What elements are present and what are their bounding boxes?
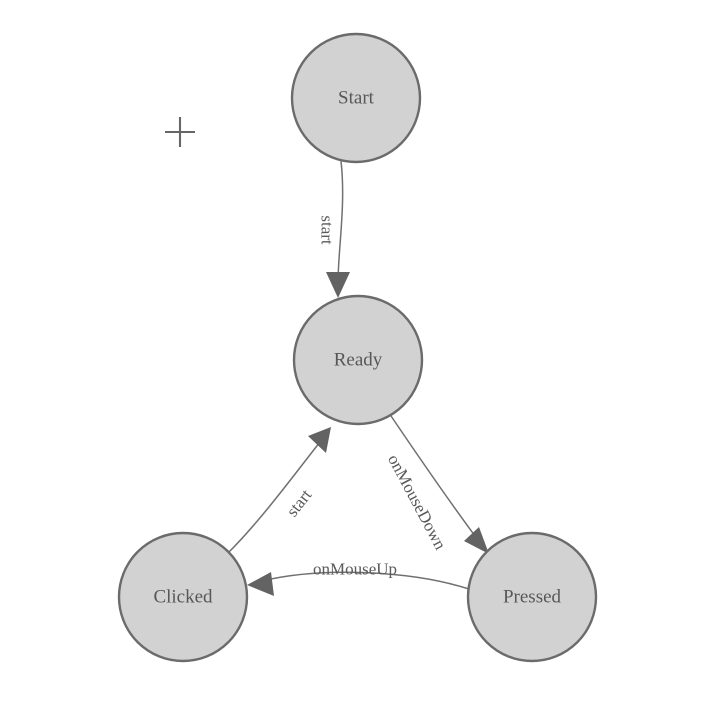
node-clicked-circle[interactable] [117, 531, 249, 663]
edge-clicked-to-ready-path [228, 441, 321, 553]
node-pressed-label: Pressed [503, 587, 562, 608]
edge-start-to-ready-arrowhead [326, 272, 350, 298]
edge-start-to-ready-path [337, 160, 344, 284]
edge-clicked-to-ready-arrowhead [308, 427, 331, 453]
edge-pressed-to-clicked-arrowhead [247, 572, 274, 596]
crosshair-marker [165, 117, 195, 147]
node-ready[interactable]: Ready [292, 294, 424, 426]
edge-clicked-to-ready[interactable]: start [228, 427, 331, 553]
edge-ready-to-pressed[interactable]: onMouseDown [384, 412, 489, 554]
edge-label-ready-to-pressed: onMouseDown [384, 451, 450, 553]
edge-pressed-to-clicked-path [261, 571, 470, 590]
node-start-circle[interactable] [290, 32, 422, 164]
edge-ready-to-pressed-arrowhead [464, 527, 489, 554]
node-clicked[interactable]: Clicked [117, 531, 249, 663]
node-ready-label: Ready [334, 350, 383, 371]
edge-label-start-to-ready: start [318, 215, 337, 245]
node-pressed-circle[interactable] [466, 531, 598, 663]
edge-start-to-ready[interactable]: start [318, 160, 351, 298]
node-pressed[interactable]: Pressed [466, 531, 598, 663]
edge-label-clicked-to-ready: start [283, 485, 316, 520]
edge-ready-to-pressed-path [388, 412, 479, 541]
node-start[interactable]: Start [290, 32, 422, 164]
node-ready-circle[interactable] [292, 294, 424, 426]
node-start-label: Start [338, 88, 375, 109]
edge-label-pressed-to-clicked: onMouseUp [313, 560, 397, 579]
edge-pressed-to-clicked[interactable]: onMouseUp [247, 560, 470, 597]
node-clicked-label: Clicked [153, 587, 213, 608]
